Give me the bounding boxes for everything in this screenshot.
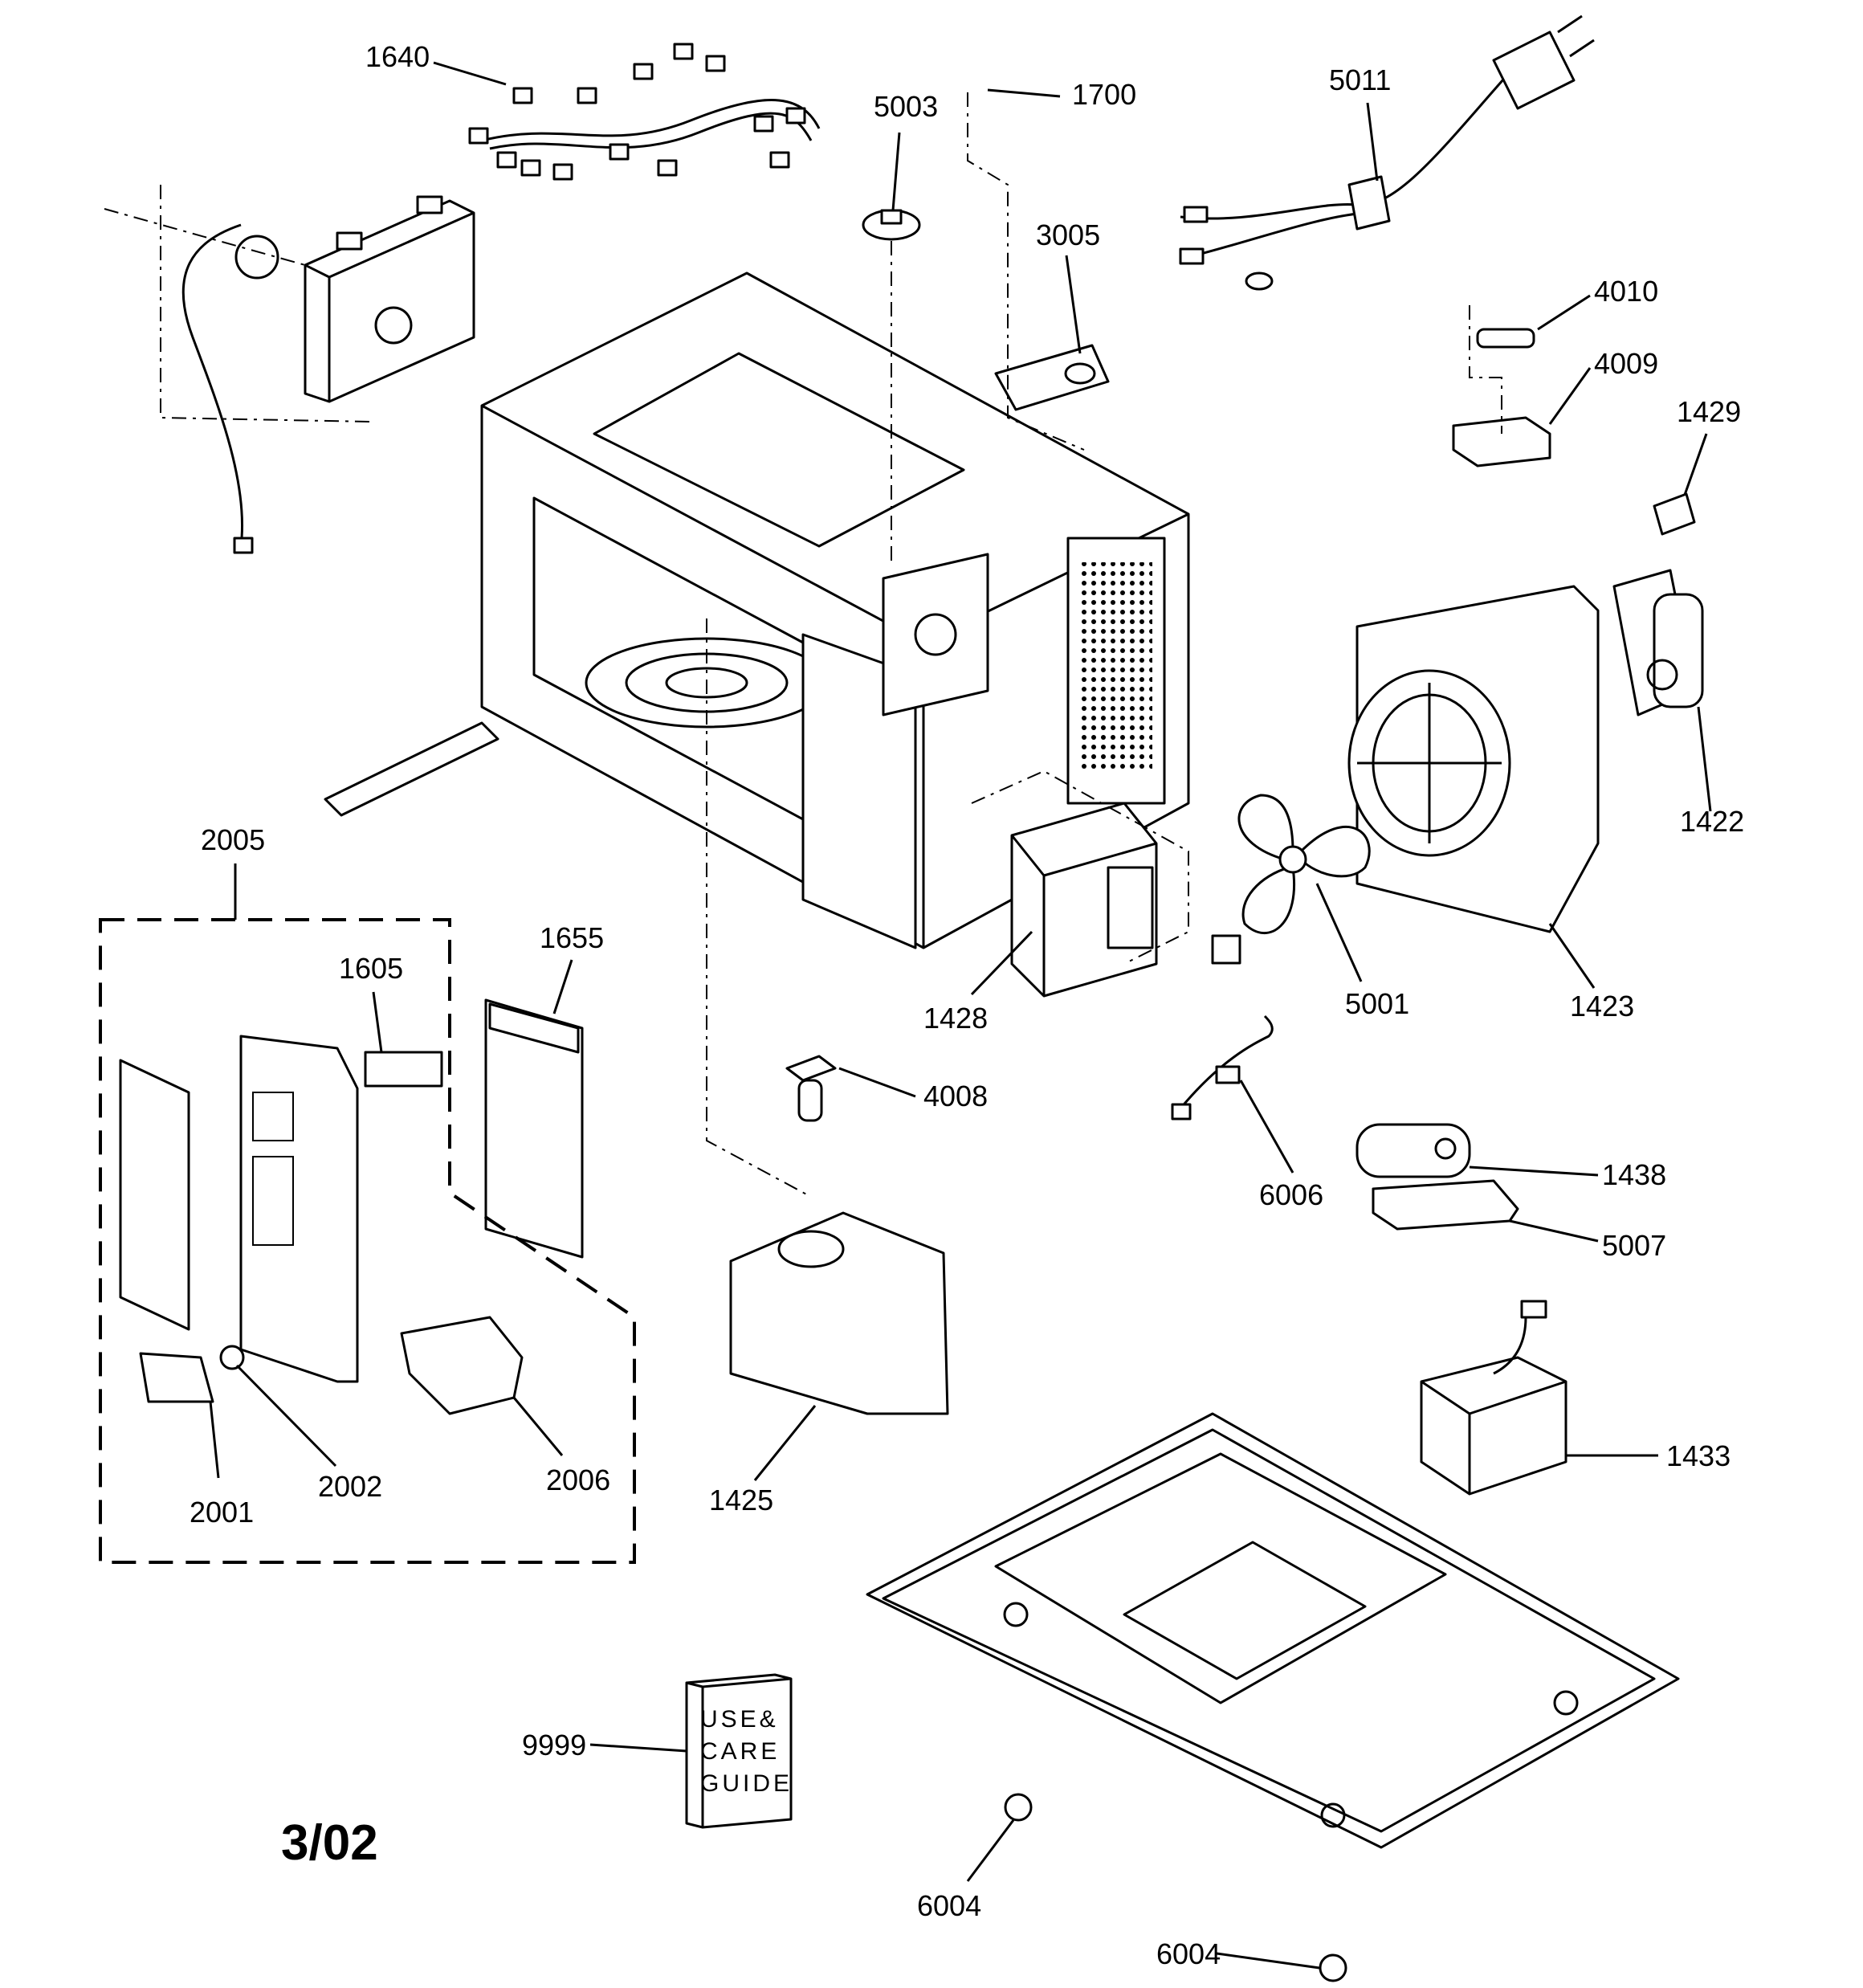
guide-line-3: GUIDE: [700, 1770, 793, 1797]
wire-harness-drawing: [468, 43, 821, 181]
callout-leaders: [209, 61, 1712, 1970]
use-care-guide-book: USE& CARE GUIDE: [685, 1673, 793, 1829]
part-label-1425: 1425: [709, 1484, 773, 1517]
part-label-6004-b: 6004: [1156, 1937, 1221, 1970]
date-code: 3/02: [281, 1815, 378, 1871]
part-labels: 1640 1700 5003 5011 3005 4010 4009 1429 …: [190, 40, 1744, 1970]
sensor-wire-drawing: [1171, 1014, 1274, 1121]
part-label-1605: 1605: [339, 952, 403, 985]
part-label-4010: 4010: [1594, 275, 1658, 308]
part-label-1438: 1438: [1602, 1158, 1666, 1191]
switch-bracket-drawing: [104, 185, 475, 554]
part-label-5003: 5003: [874, 90, 938, 123]
part-label-2005: 2005: [201, 823, 265, 856]
part-label-1433: 1433: [1666, 1439, 1731, 1472]
fuse-drawing: [1452, 305, 1551, 467]
transformer-drawing: [1420, 1300, 1567, 1496]
part-label-1428: 1428: [923, 1002, 988, 1035]
oven-cavity-drawing: [324, 271, 1190, 949]
part-label-1700: 1700: [1072, 78, 1136, 111]
part-label-1655: 1655: [540, 921, 604, 954]
part-label-5007: 5007: [1602, 1229, 1666, 1262]
part-label-2001: 2001: [190, 1496, 254, 1529]
part-label-1640: 1640: [365, 40, 430, 73]
part-label-6006: 6006: [1259, 1178, 1323, 1211]
part-label-4008: 4008: [923, 1080, 988, 1112]
guide-line-1: USE&: [700, 1706, 779, 1733]
thermal-cutout-drawing: [862, 92, 1110, 562]
part-label-9999: 9999: [522, 1729, 586, 1761]
part-label-6004-a: 6004: [917, 1889, 981, 1922]
part-label-1422: 1422: [1680, 805, 1744, 838]
part-label-4009: 4009: [1594, 347, 1658, 380]
foot-drawing: [1004, 1793, 1347, 1982]
part-label-1429: 1429: [1677, 395, 1741, 428]
capacitor-drawing: [1355, 1123, 1519, 1231]
part-label-1423: 1423: [1570, 990, 1634, 1023]
part-label-3005: 3005: [1036, 218, 1100, 251]
part-label-2002: 2002: [318, 1470, 382, 1503]
fan-motor-drawing: [1612, 492, 1704, 716]
control-panel-group-drawing: [99, 918, 636, 1564]
base-plate-drawing: [866, 1412, 1680, 1849]
guide-line-2: CARE: [700, 1738, 780, 1765]
part-label-2006: 2006: [546, 1463, 610, 1496]
control-board-drawing: [484, 998, 584, 1259]
part-label-5001: 5001: [1345, 987, 1409, 1020]
fan-housing-drawing: [1237, 585, 1600, 934]
magnetron-drawing: [971, 769, 1241, 998]
lamp-cover-drawing: [706, 618, 949, 1415]
part-label-5011: 5011: [1329, 63, 1391, 96]
power-cord-drawing: [1179, 14, 1595, 291]
